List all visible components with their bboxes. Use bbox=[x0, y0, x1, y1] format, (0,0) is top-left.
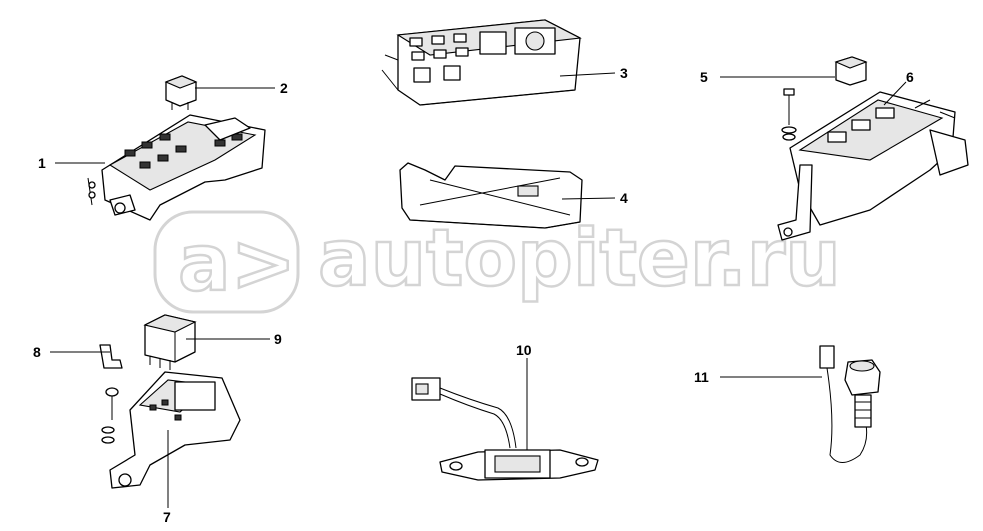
watermark-text: autopiter.ru bbox=[318, 214, 841, 304]
part-3-housing bbox=[381, 19, 582, 106]
callout-9: 9 bbox=[274, 331, 282, 347]
part-6-assembly bbox=[777, 56, 969, 241]
part-1-fuse-block bbox=[87, 114, 266, 221]
watermark: a> autopiter.ru bbox=[153, 210, 842, 314]
leader-lines bbox=[50, 72, 907, 508]
watermark-logo-box bbox=[153, 210, 300, 314]
callout-2: 2 bbox=[280, 80, 288, 96]
callout-10: 10 bbox=[516, 342, 532, 358]
callout-labels: 1 2 3 4 5 6 7 8 9 10 11 bbox=[33, 65, 914, 525]
callout-1: 1 bbox=[38, 155, 46, 171]
callout-8: 8 bbox=[33, 344, 41, 360]
part-10-sensor bbox=[411, 377, 599, 481]
callout-5: 5 bbox=[700, 69, 708, 85]
part-9-relay bbox=[143, 314, 197, 370]
part-4-cover bbox=[399, 162, 583, 229]
callout-4: 4 bbox=[620, 190, 628, 206]
part-11-sensor bbox=[819, 345, 881, 463]
callout-6: 6 bbox=[906, 69, 914, 85]
part-8-fuse bbox=[99, 344, 123, 369]
part-5-bolt bbox=[781, 88, 797, 141]
callout-7: 7 bbox=[163, 509, 171, 525]
callout-11: 11 bbox=[694, 369, 709, 385]
watermark-logo-glyph: a> bbox=[178, 219, 296, 309]
callout-3: 3 bbox=[620, 65, 628, 81]
part-2-relay bbox=[164, 75, 198, 110]
part-7-relay-base bbox=[101, 371, 241, 489]
